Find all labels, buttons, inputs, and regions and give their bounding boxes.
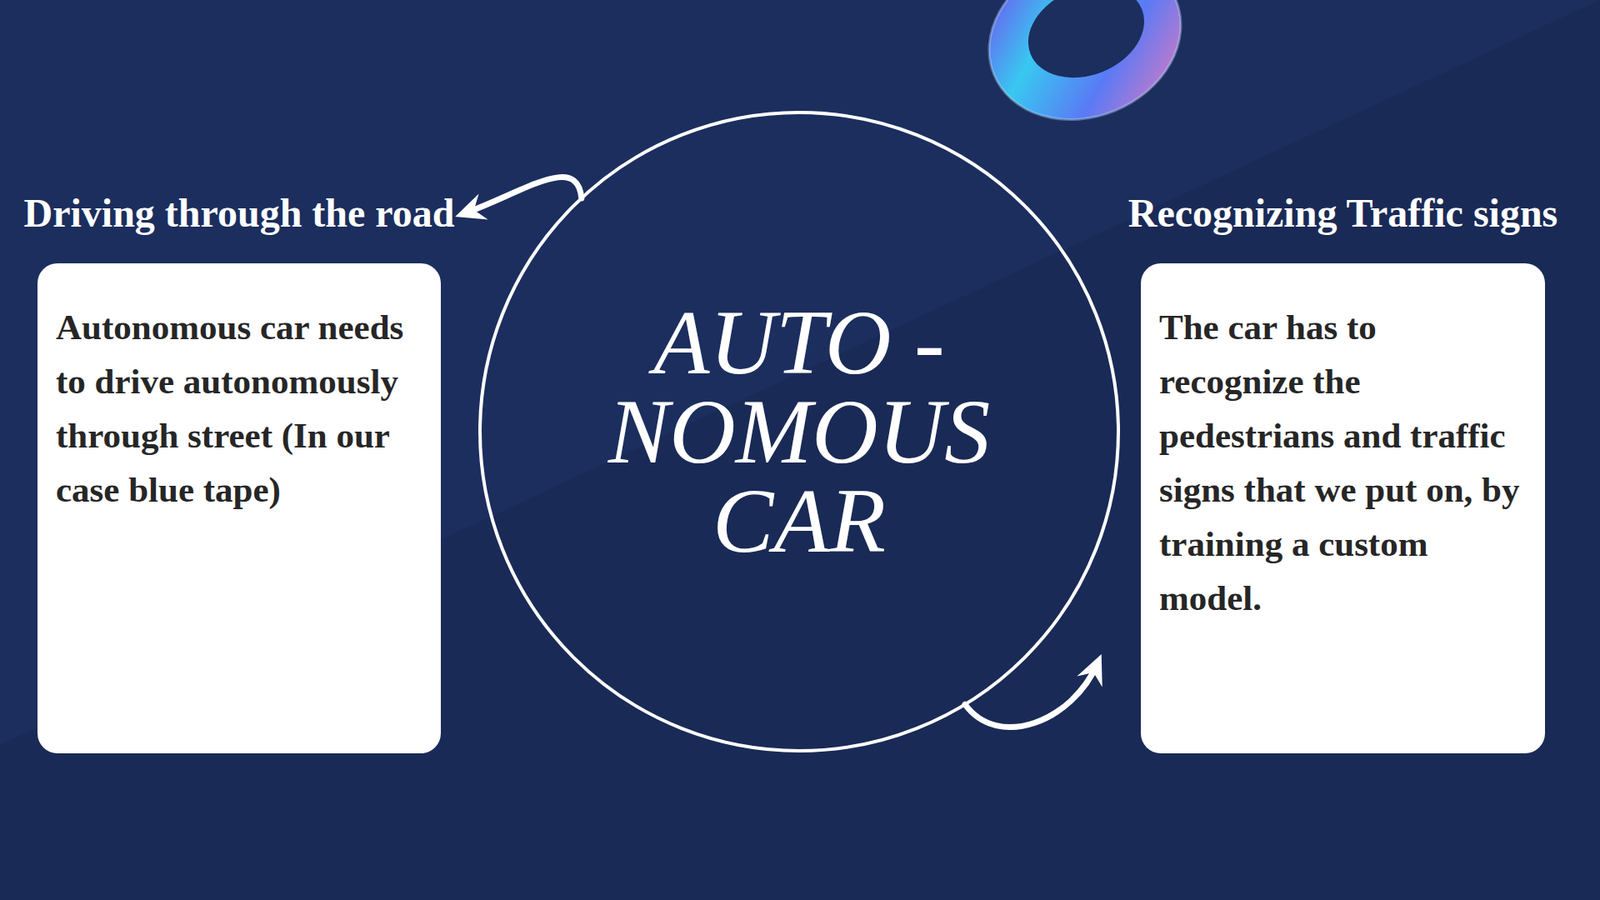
circle-outline-shape — [480, 112, 1119, 751]
card-heading: Recognizing Traffic signs — [1128, 184, 1559, 243]
torus-decoration — [964, 0, 1206, 148]
card-body-text: The car has to recognize the pedestrians… — [1159, 300, 1527, 625]
circle-title: AUTO - NOMOUS CAR — [574, 298, 1025, 566]
curved-arrow — [965, 663, 1098, 728]
circle-node: AUTO - NOMOUS CAR — [477, 110, 1121, 754]
info-card: Recognizing Traffic signsThe car has to … — [1140, 263, 1545, 754]
card-heading: Driving through the road — [24, 184, 455, 243]
card-body-text: Autonomous car needs to drive autonomous… — [55, 300, 423, 517]
curved-arrow — [465, 177, 582, 214]
info-card: Driving through the roadAutonomous car n… — [37, 263, 441, 754]
